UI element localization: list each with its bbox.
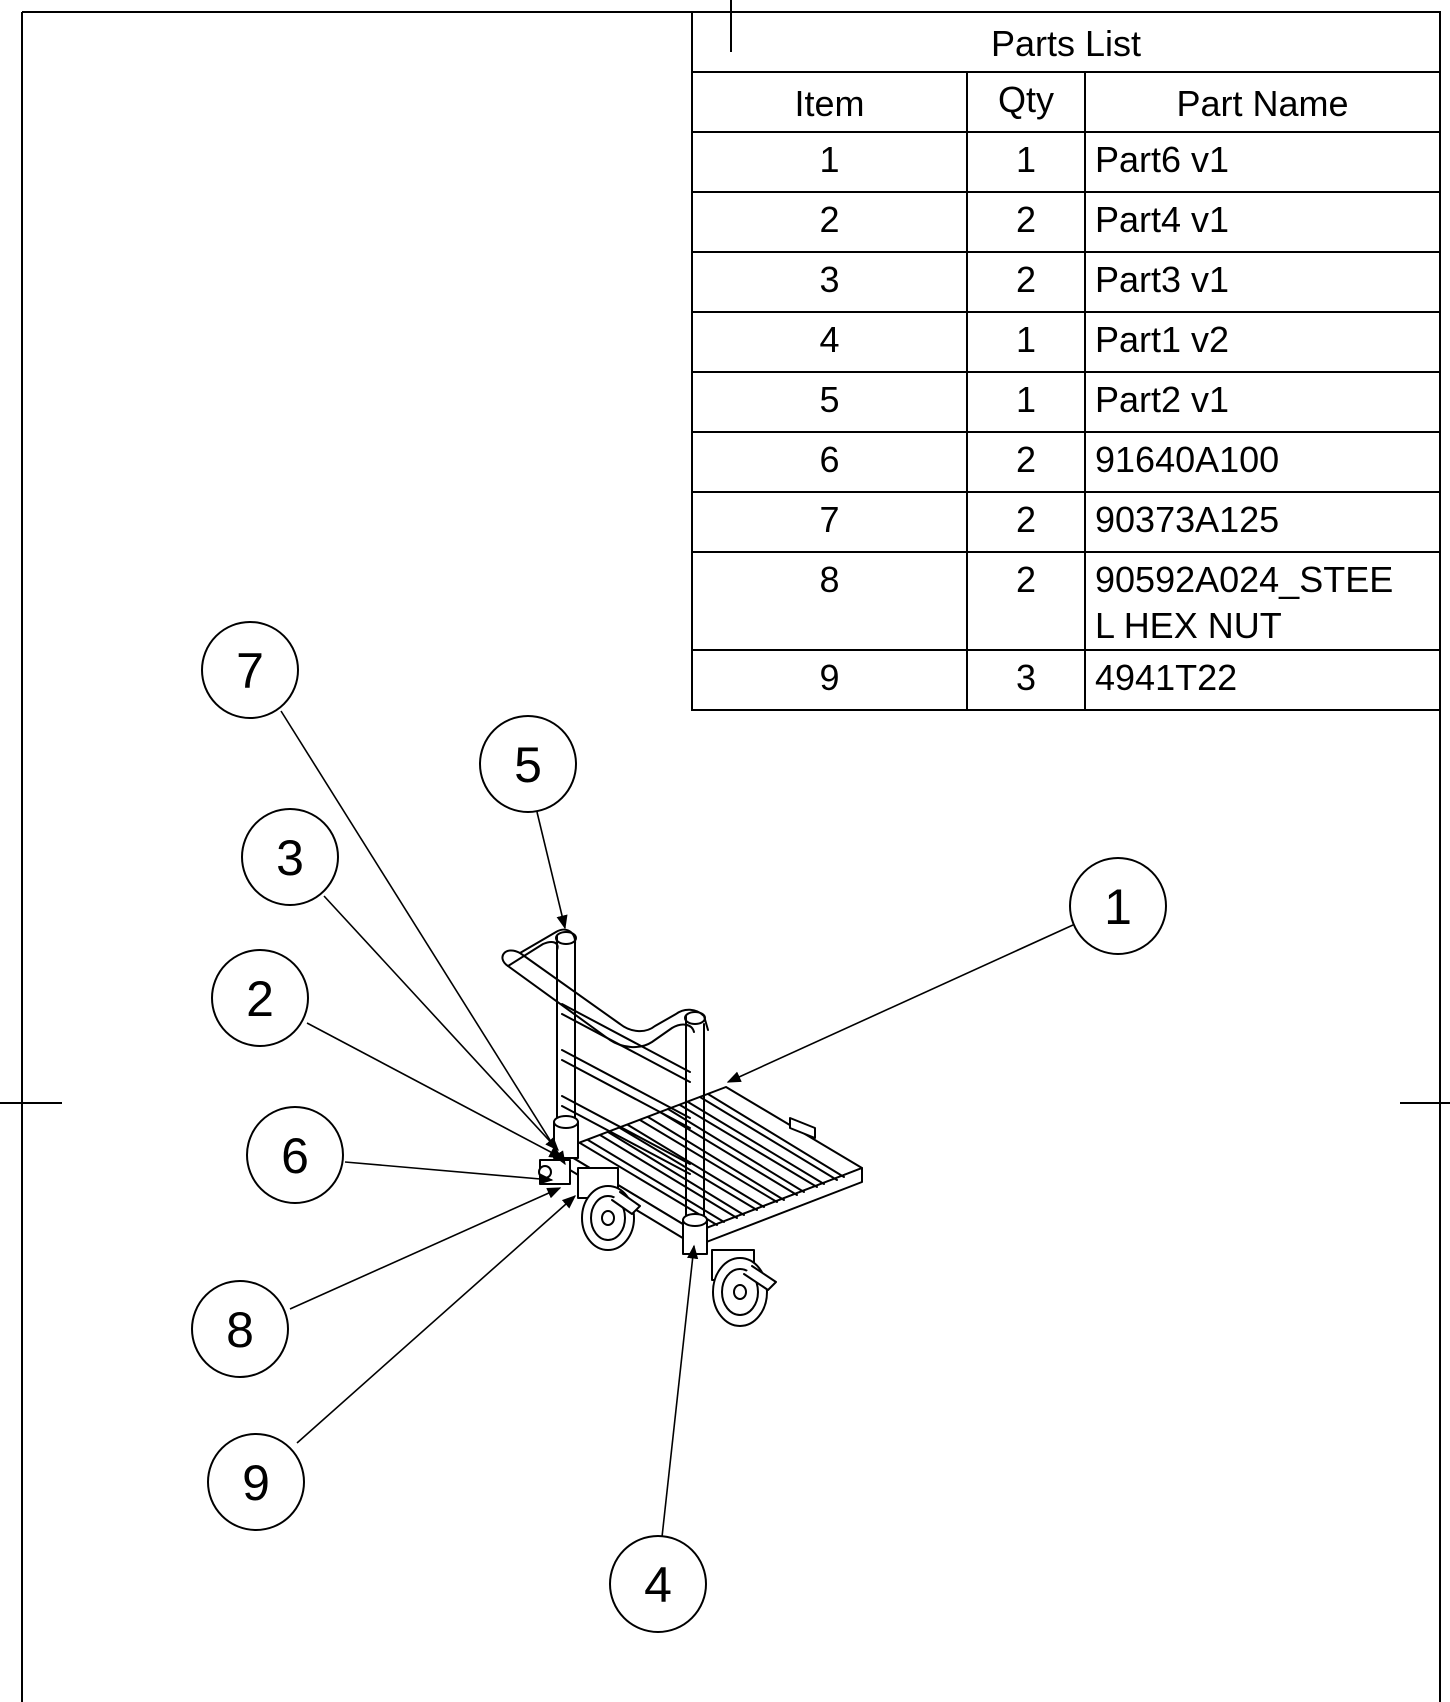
balloon-5: 5 bbox=[479, 715, 577, 813]
leader-7 bbox=[280, 710, 566, 1166]
row-quantity: 3 bbox=[1016, 657, 1036, 698]
header-part-name: Part Name bbox=[1176, 83, 1348, 124]
balloon-circle bbox=[191, 1280, 289, 1378]
leader-1 bbox=[726, 924, 1074, 1083]
row-part-name: 4941T22 bbox=[1095, 657, 1237, 698]
leader-8 bbox=[289, 1187, 562, 1310]
balloon-label: 5 bbox=[514, 737, 542, 793]
cart-caster-front bbox=[711, 1249, 777, 1327]
row-item-number: 4 bbox=[819, 319, 839, 360]
row-item-number: 3 bbox=[819, 259, 839, 300]
header-item: Item bbox=[794, 83, 864, 124]
balloon-4: 4 bbox=[609, 1535, 707, 1633]
parts-table-frame bbox=[691, 11, 1441, 711]
row-quantity: 2 bbox=[1016, 259, 1036, 300]
balloon-circle bbox=[211, 949, 309, 1047]
row-quantity: 2 bbox=[1016, 439, 1036, 480]
balloon-2: 2 bbox=[211, 949, 309, 1047]
table-row: 1 1 Part6 v1 bbox=[819, 139, 1229, 180]
balloon-7: 7 bbox=[201, 621, 299, 719]
leader-3 bbox=[323, 895, 559, 1152]
cart-caster-rear bbox=[577, 1167, 641, 1251]
balloon-circle bbox=[241, 808, 339, 906]
table-row: 6 2 91640A100 bbox=[819, 439, 1279, 480]
balloon-9: 9 bbox=[207, 1433, 305, 1531]
row-quantity: 1 bbox=[1016, 139, 1036, 180]
balloon-circle bbox=[609, 1535, 707, 1633]
row-part-name: Part3 v1 bbox=[1095, 259, 1229, 300]
balloon-1: 1 bbox=[1069, 857, 1167, 955]
row-item-number: 9 bbox=[819, 657, 839, 698]
header-qty: Qty bbox=[998, 79, 1054, 120]
balloon-label: 2 bbox=[246, 971, 274, 1027]
parts-list-title: Parts List bbox=[991, 23, 1141, 64]
balloon-3: 3 bbox=[241, 808, 339, 906]
leader-lines bbox=[280, 710, 1074, 1538]
row-quantity: 1 bbox=[1016, 319, 1036, 360]
table-row: 9 3 4941T22 bbox=[819, 657, 1237, 698]
balloon-label: 3 bbox=[276, 830, 304, 886]
row-item-number: 1 bbox=[819, 139, 839, 180]
row-part-name: Part1 v2 bbox=[1095, 319, 1229, 360]
row-part-name: 90373A125 bbox=[1095, 499, 1279, 540]
leader-6 bbox=[344, 1161, 554, 1185]
row-part-name: 90592A024_STEE bbox=[1095, 559, 1393, 600]
row-part-name: 91640A100 bbox=[1095, 439, 1279, 480]
balloon-circle bbox=[479, 715, 577, 813]
balloon-label: 6 bbox=[281, 1128, 309, 1184]
row-quantity: 2 bbox=[1016, 559, 1036, 600]
balloon-label: 8 bbox=[226, 1302, 254, 1358]
leader-5 bbox=[536, 811, 568, 930]
row-item-number: 6 bbox=[819, 439, 839, 480]
row-item-number: 5 bbox=[819, 379, 839, 420]
balloon-circle bbox=[1069, 857, 1167, 955]
row-part-name: L HEX NUT bbox=[1095, 605, 1282, 646]
row-part-name: Part4 v1 bbox=[1095, 199, 1229, 240]
balloon-8: 8 bbox=[191, 1280, 289, 1378]
table-row: 3 2 Part3 v1 bbox=[819, 259, 1229, 300]
row-item-number: 7 bbox=[819, 499, 839, 540]
table-row: 7 2 90373A125 bbox=[819, 499, 1279, 540]
balloon-circle bbox=[246, 1106, 344, 1204]
balloon-label: 4 bbox=[644, 1557, 672, 1613]
row-item-number: 2 bbox=[819, 199, 839, 240]
leader-2 bbox=[306, 1022, 564, 1159]
row-part-name: Part2 v1 bbox=[1095, 379, 1229, 420]
row-item-number: 8 bbox=[819, 559, 839, 600]
balloon-label: 7 bbox=[236, 643, 264, 699]
balloon-label: 1 bbox=[1104, 879, 1132, 935]
table-row: 2 2 Part4 v1 bbox=[819, 199, 1229, 240]
row-quantity: 2 bbox=[1016, 499, 1036, 540]
balloon-circle bbox=[201, 621, 299, 719]
balloon-circle bbox=[207, 1433, 305, 1531]
table-row: 8 2 90592A024_STEE L HEX NUT bbox=[819, 559, 1393, 646]
row-quantity: 1 bbox=[1016, 379, 1036, 420]
table-row: 5 1 Part2 v1 bbox=[819, 379, 1229, 420]
balloon-callouts: 1 2 3 4 5 6 7 8 9 bbox=[191, 621, 1167, 1633]
leader-9 bbox=[296, 1195, 577, 1444]
leader-4 bbox=[661, 1244, 699, 1538]
balloon-label: 9 bbox=[242, 1455, 270, 1511]
row-quantity: 2 bbox=[1016, 199, 1036, 240]
balloon-6: 6 bbox=[246, 1106, 344, 1204]
row-part-name: Part6 v1 bbox=[1095, 139, 1229, 180]
cart-illustration bbox=[501, 928, 863, 1327]
table-row: 4 1 Part1 v2 bbox=[819, 319, 1229, 360]
